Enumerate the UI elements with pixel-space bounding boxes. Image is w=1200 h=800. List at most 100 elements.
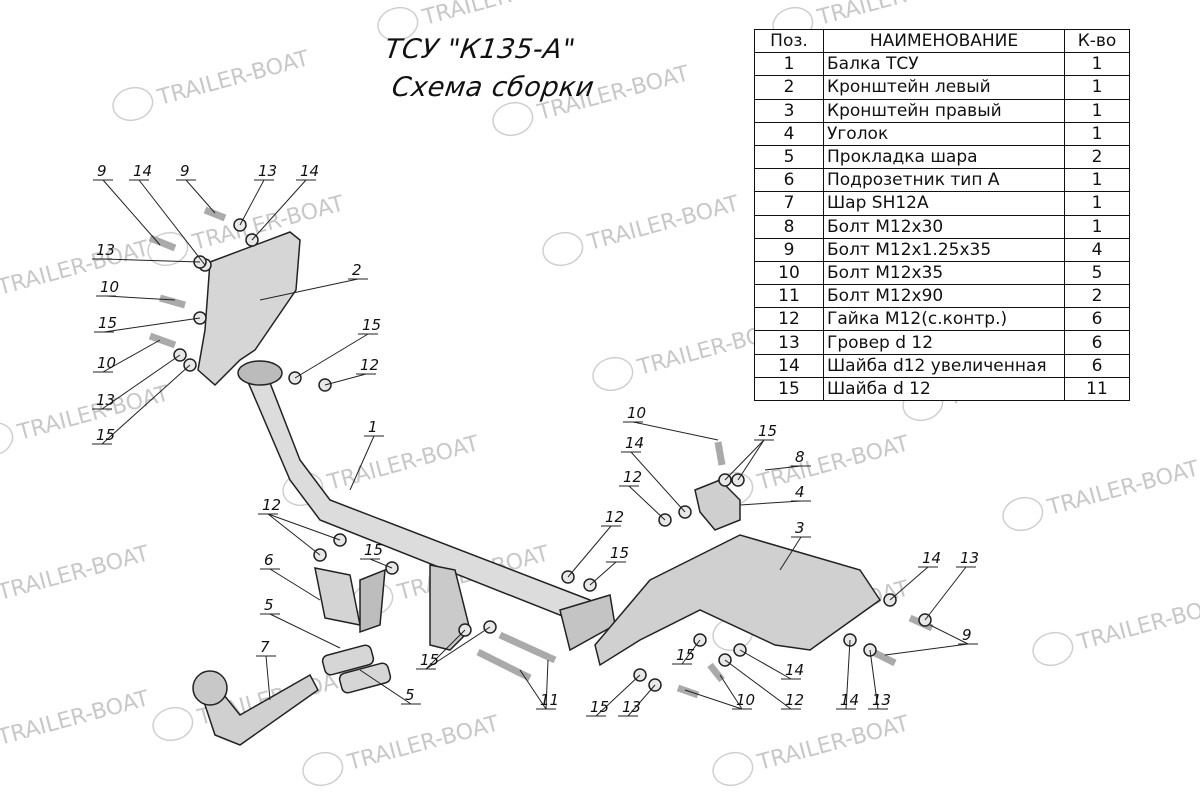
callout-label: 14 [625, 434, 644, 452]
callout-14: 14 [129, 162, 206, 266]
callout-label: 13 [96, 241, 115, 259]
callout-label: 12 [623, 468, 642, 486]
callout-label: 15 [96, 426, 115, 444]
callout-7: 7 [256, 638, 276, 701]
callout-label: 15 [420, 651, 439, 669]
leader-line [425, 626, 491, 670]
cell-position: 14 [754, 353, 824, 378]
callout-15: 15 [589, 544, 629, 586]
callout-10: 10 [96, 278, 176, 301]
ball-spacer [338, 662, 392, 694]
cell-quantity: 1 [1064, 52, 1130, 77]
leader-line [779, 536, 802, 571]
leader-line [269, 613, 341, 649]
cell-quantity: 1 [1064, 121, 1130, 146]
leader-line [884, 643, 969, 656]
cell-quantity: 1 [1064, 75, 1130, 100]
ball-spacer [321, 644, 375, 676]
cell-position: 15 [754, 376, 824, 402]
callout-label: 1 [368, 418, 378, 436]
callout-label: 7 [260, 638, 270, 656]
header-name: НАИМЕНОВАНИЕ [823, 28, 1065, 54]
cell-position: 1 [754, 52, 824, 77]
cell-position: 8 [754, 214, 824, 239]
cell-name: Кронштейн правый [823, 98, 1065, 123]
leader-line [425, 629, 466, 670]
long-bolt [498, 631, 557, 664]
callout-11: 11 [519, 659, 559, 710]
bolt [873, 649, 897, 667]
leader-line [632, 421, 719, 441]
callout-14: 14 [621, 434, 686, 513]
leader-line [869, 649, 879, 710]
cell-name: Гайка М12(с.контр.) [823, 307, 1065, 332]
callout-label: 5 [405, 686, 415, 704]
callout-15: 15 [416, 626, 491, 670]
leader-line [369, 558, 393, 569]
callout-label: 14 [922, 549, 941, 567]
leader-line [359, 669, 412, 705]
leader-line [239, 179, 265, 226]
cell-name: Гровер d 12 [823, 330, 1065, 355]
leader-line [101, 354, 181, 410]
callout-15: 15 [672, 639, 701, 665]
leader-line [101, 364, 191, 445]
callout-label: 4 [795, 483, 805, 501]
cell-position: 2 [754, 75, 824, 100]
callout-label: 15 [758, 422, 777, 440]
callout-10: 10 [623, 404, 719, 441]
callout-12: 12 [724, 659, 804, 710]
callout-label: 3 [795, 519, 805, 537]
cell-quantity: 1 [1064, 168, 1130, 193]
bolt [714, 441, 726, 466]
callout-label: 13 [622, 698, 641, 716]
leader-line [595, 674, 641, 717]
header-position: Поз. [754, 28, 824, 54]
callout-label: 15 [590, 698, 609, 716]
callout-label: 10 [736, 691, 755, 709]
cell-name: Шар SH12A [823, 191, 1065, 216]
callout-9: 9 [93, 162, 161, 246]
cell-position: 11 [754, 284, 824, 309]
leader-line [519, 669, 547, 710]
cell-name: Шайба d 12 [823, 376, 1065, 402]
callout-label: 15 [98, 314, 117, 332]
callout-label: 13 [96, 391, 115, 409]
cell-quantity: 11 [1064, 376, 1130, 402]
callout-4: 4 [739, 483, 811, 506]
leader-line [349, 435, 375, 491]
leader-line [739, 500, 802, 506]
cell-quantity: 6 [1064, 330, 1130, 355]
leader-line [589, 561, 617, 586]
cell-position: 7 [754, 191, 824, 216]
leader-line [567, 525, 612, 578]
callout-13: 13 [924, 549, 979, 621]
callout-label: 2 [352, 261, 362, 279]
beam-end-left [237, 360, 283, 386]
bolt [203, 206, 227, 222]
callout-label: 14 [133, 162, 152, 180]
leader-line [545, 659, 549, 710]
callout-1: 1 [349, 418, 384, 491]
callout-15: 15 [294, 316, 381, 379]
callout-label: 13 [258, 162, 277, 180]
leader-line [764, 465, 802, 471]
leader-line [138, 179, 206, 266]
callout-14: 14 [836, 639, 859, 710]
leader-line [294, 333, 369, 379]
drawing-title: ТСУ "К135-А" [382, 34, 578, 65]
watermark-logo [100, 15, 349, 136]
leader-line [251, 179, 307, 241]
callout-label: 10 [100, 278, 119, 296]
leader-line [719, 674, 743, 710]
cell-position: 3 [754, 98, 824, 123]
cell-name: Шайба d12 увеличенная [823, 353, 1065, 378]
